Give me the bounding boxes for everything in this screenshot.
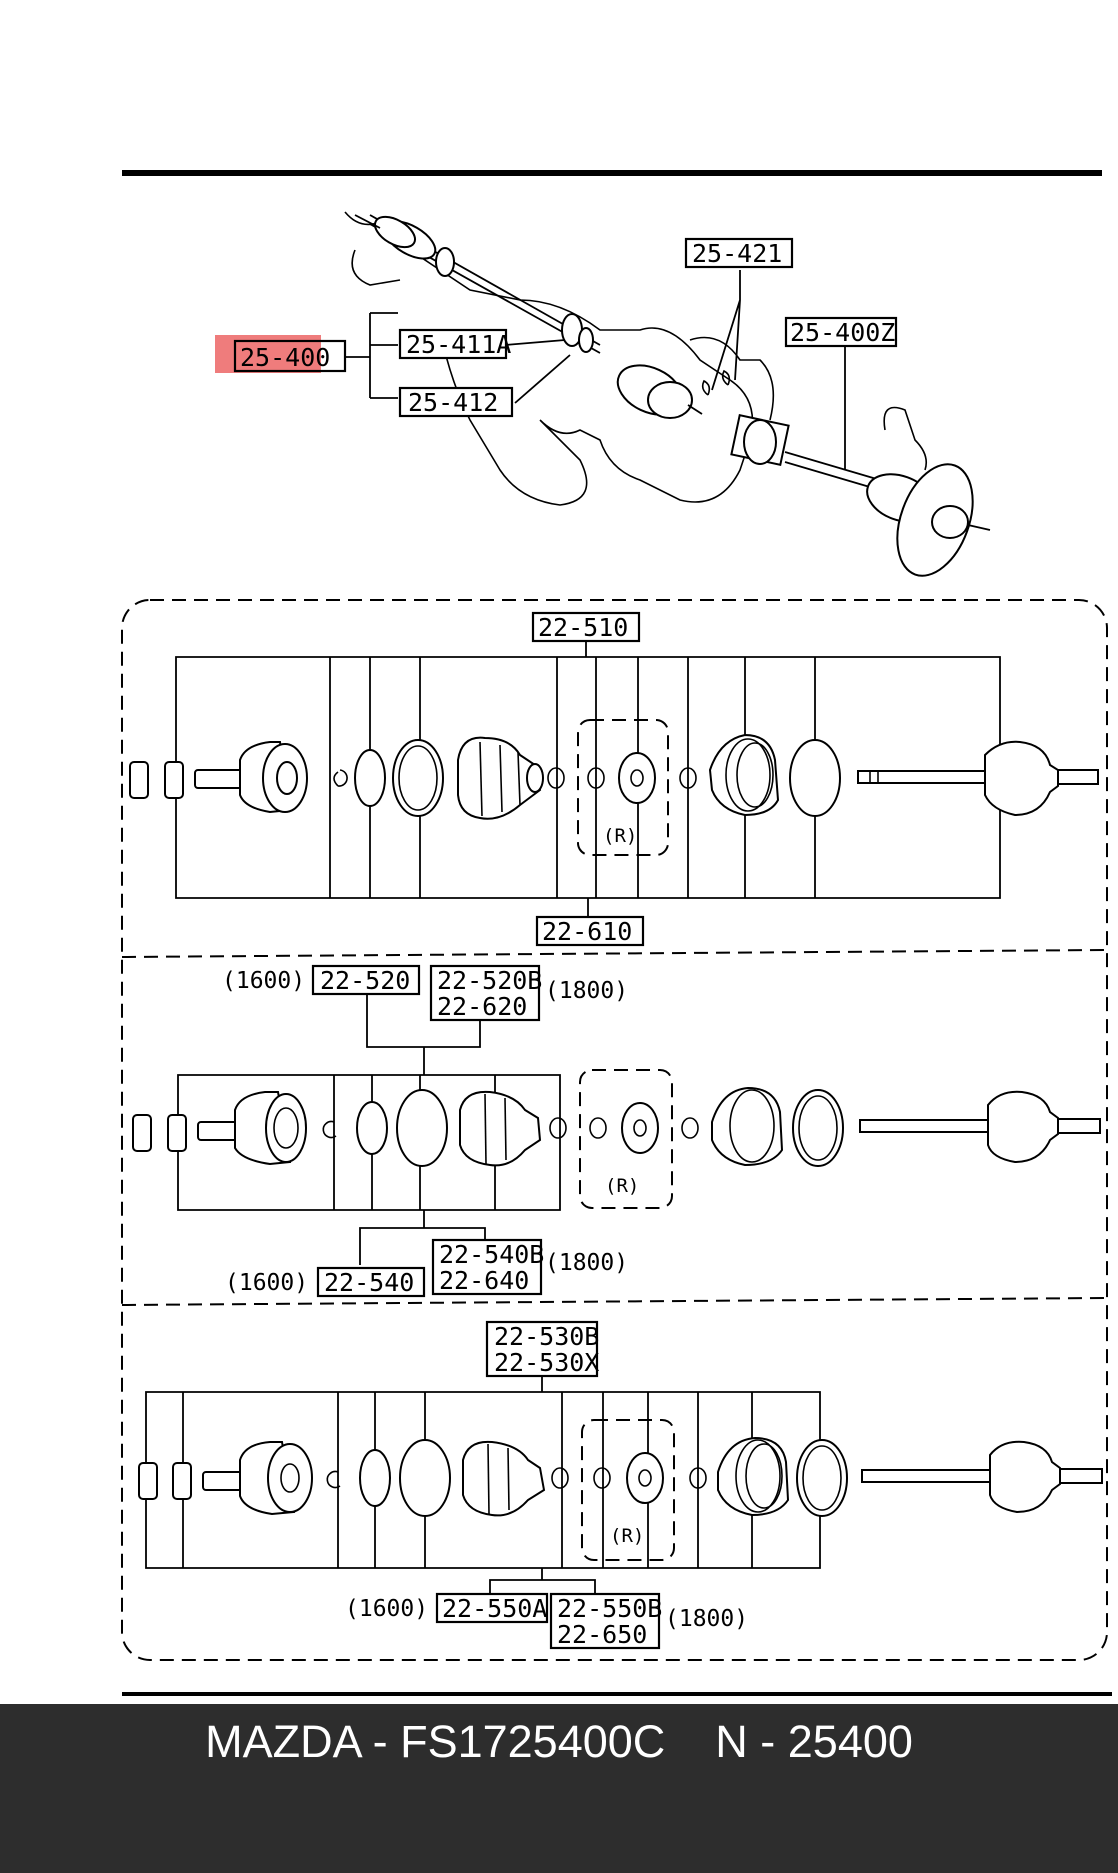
top-rule (122, 170, 1102, 176)
section-divider-2 (121, 1297, 1108, 1306)
label-22-650: 22-650 (557, 1620, 647, 1649)
note-1600-b: (1600) (225, 1270, 308, 1296)
overview-outer-joint-right (866, 463, 991, 577)
note-1600-c: (1600) (345, 1596, 428, 1622)
dynamic-damper (618, 752, 656, 804)
boot-band-outer (789, 739, 841, 817)
label-22-530x: 22-530X (494, 1348, 599, 1377)
outer-joint (984, 740, 1099, 817)
note-1600-a: (1600) (222, 968, 305, 994)
exploded-frame (121, 599, 1108, 1661)
note-r-3: (R) (610, 1525, 644, 1547)
label-25-412: 25-412 (408, 388, 498, 417)
label-22-510: 22-510 (538, 613, 628, 642)
inner-joint-housing (194, 741, 308, 814)
label-22-520b: 22-520B (437, 966, 542, 995)
label-25-400: 25-400 (240, 343, 330, 372)
note-r-2: (R) (605, 1175, 639, 1197)
overview-inner-joint-left (616, 364, 703, 419)
label-box-25-411a (398, 328, 508, 360)
label-22-620: 22-620 (437, 992, 527, 1021)
label-22-540b: 22-540B (439, 1240, 544, 1269)
label-22-610: 22-610 (542, 917, 632, 946)
overview-assembly: 25-400 25-411A 25-412 25-421 25-400Z (215, 211, 991, 577)
repair-kit-frame (577, 719, 669, 856)
spider (354, 749, 386, 807)
overview-outer-joint-left (354, 214, 455, 277)
circlip (333, 769, 348, 787)
section-2: (1600) 22-520 22-520B 22-620 (1800) (160… (132, 964, 1101, 1298)
note-1800-c: (1800) (665, 1606, 748, 1632)
label-25-411a: 25-411A (406, 330, 511, 359)
bottom-rule (122, 1692, 1112, 1696)
inner-boot (457, 736, 544, 820)
label-25-421: 25-421 (692, 239, 782, 268)
label-22-530b: 22-530B (494, 1322, 599, 1351)
label-box-25-400z (784, 316, 898, 348)
note-1800-a: (1800) (545, 978, 628, 1004)
grease-tube-1 (129, 761, 149, 799)
label-box-25-412 (398, 386, 514, 418)
section-divider-1 (121, 949, 1108, 958)
label-22-540: 22-540 (324, 1268, 414, 1297)
grease-tube-2 (164, 761, 184, 799)
footer-bar (0, 1704, 1118, 1873)
note-r-1: (R) (603, 825, 637, 847)
overview-inner-joint-right (730, 414, 790, 466)
label-22-550b: 22-550B (557, 1594, 662, 1623)
label-22-550a: 22-550A (442, 1594, 547, 1623)
footer-part-number: MAZDA - FS1725400C N - 25400 (205, 1716, 913, 1767)
label-box-25-421 (684, 237, 794, 269)
boot-band-large (392, 739, 444, 817)
label-25-400z: 25-400Z (790, 318, 895, 347)
section-1: 22-510 22-610 (129, 611, 1099, 947)
section-3: 22-530B 22-530X (1600) 22-550A 22-550B 2… (138, 1320, 1103, 1650)
label-box-25-400 (233, 339, 347, 373)
boot-band-small (547, 767, 565, 789)
label-22-520: 22-520 (320, 966, 410, 995)
outer-boot (708, 733, 780, 817)
note-1800-b: (1800) (545, 1250, 628, 1276)
label-22-640: 22-640 (439, 1266, 529, 1295)
